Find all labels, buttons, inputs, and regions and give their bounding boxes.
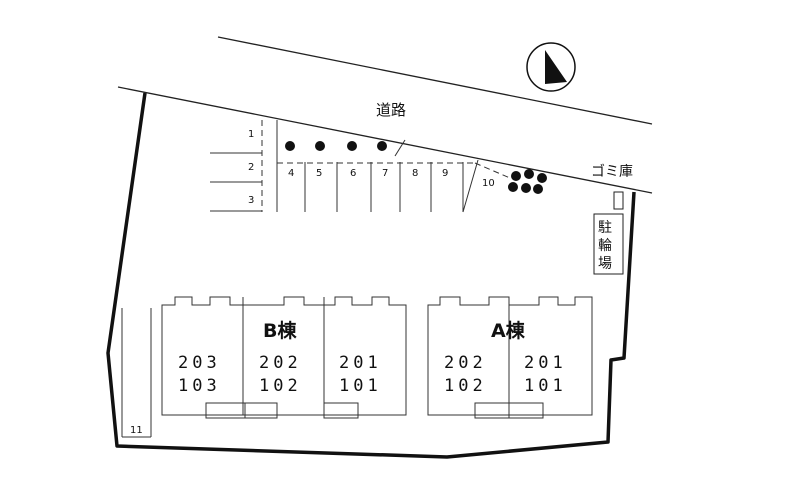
parking-space-8: 8	[412, 168, 418, 179]
parking-space-2: 2	[248, 162, 254, 173]
bicycle-parking-char-2: 輪	[598, 237, 612, 254]
parking-space-9: 9	[442, 168, 448, 179]
bicycle-parking-char-1: 駐	[598, 220, 612, 236]
unit-a-201: 201	[524, 353, 567, 373]
unit-b-201: 201	[339, 353, 382, 373]
unit-b-102: 102	[259, 376, 302, 396]
unit-b-203: 203	[178, 353, 221, 373]
unit-a-101: 101	[524, 376, 567, 396]
parking-space-3: 3	[248, 195, 254, 206]
parking-space-4: 4	[288, 168, 294, 179]
building-b	[161, 296, 407, 419]
building-b-name: B棟	[263, 319, 297, 342]
parking-space-1: 1	[248, 129, 254, 140]
top-parking	[276, 120, 511, 213]
site-boundary	[106, 92, 636, 459]
bicycle-parking-box	[593, 213, 624, 275]
left-parking	[210, 120, 263, 212]
parking-space-6: 6	[350, 168, 356, 179]
garbage-storage-box	[613, 191, 624, 210]
bicycle-parking-char-3: 場	[598, 256, 612, 272]
unit-a-202: 202	[444, 353, 487, 373]
building-a	[427, 296, 593, 419]
unit-a-102: 102	[444, 376, 487, 396]
parking-space-7: 7	[382, 168, 388, 179]
parking-space-10: 10	[482, 178, 495, 189]
tree-icon	[285, 141, 547, 194]
road: 道路	[117, 36, 653, 194]
north-arrow-icon	[526, 42, 576, 92]
building-a-name: A棟	[491, 319, 526, 342]
parking-space-11-lines	[121, 308, 152, 438]
parking-space-5: 5	[316, 168, 322, 179]
unit-b-103: 103	[178, 376, 221, 396]
road-label: 道路	[376, 101, 406, 119]
garbage-storage-label: ゴミ庫	[591, 163, 633, 180]
unit-b-101: 101	[339, 376, 382, 396]
unit-b-202: 202	[259, 353, 302, 373]
parking-space-11: 11	[130, 425, 143, 436]
